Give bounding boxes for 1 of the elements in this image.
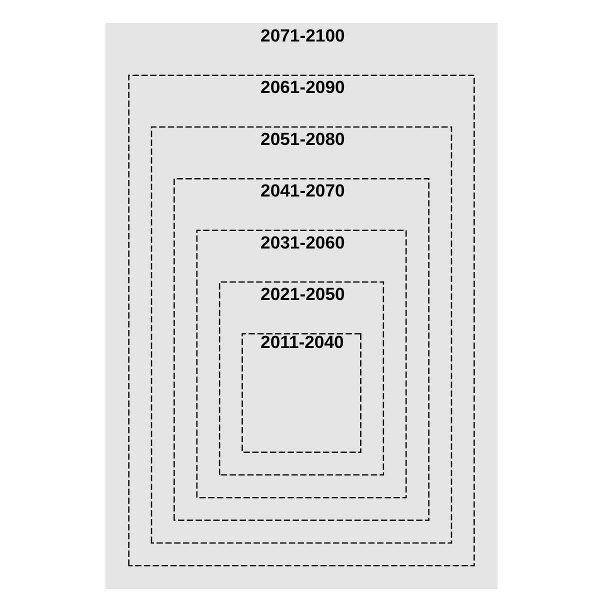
node-box: 2011-2040 [241, 333, 361, 453]
